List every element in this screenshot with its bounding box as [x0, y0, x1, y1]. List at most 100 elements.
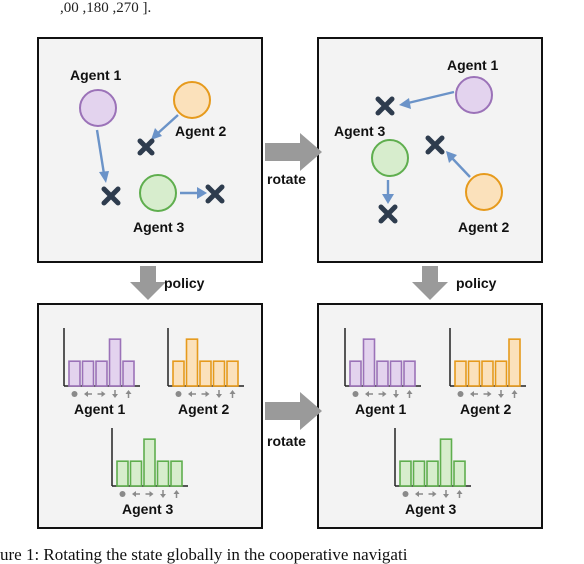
policy-bar: [116, 460, 129, 487]
policy-bar: [389, 360, 403, 387]
policy-bar: [453, 460, 466, 487]
agent2-label: Agent 2: [460, 401, 512, 417]
arrowhead-icon: [197, 187, 207, 199]
down-arrow-icon: [216, 390, 222, 398]
dot-icon: [457, 391, 464, 397]
agent1-move-arrow: [95, 129, 106, 175]
policy-bar: [508, 338, 521, 387]
panel-bottom-right: [317, 303, 543, 529]
policy-bar: [156, 460, 170, 487]
dot-icon: [71, 391, 78, 397]
up-arrow-icon: [125, 390, 132, 398]
up-arrow-icon: [229, 390, 236, 398]
right-arrow-icon: [428, 491, 437, 497]
policy-bar: [212, 360, 226, 387]
left-arrow-icon: [84, 391, 92, 397]
agent2-label: Agent 2: [178, 401, 230, 417]
agent2-label: Agent 2: [458, 219, 510, 235]
agent3-label: Agent 3: [405, 501, 457, 517]
policy-arrow-left: [130, 266, 166, 300]
right-arrow-icon: [483, 391, 492, 397]
top-text: ,00 ,180 ,270 ].: [60, 0, 151, 16]
agent2-move-arrow: [156, 114, 179, 135]
left-arrow-icon: [132, 491, 140, 497]
policy-chart-agent1: Agent 1: [344, 328, 421, 417]
down-arrow-icon: [160, 490, 166, 498]
agent1-circle: [79, 89, 117, 127]
policy-original: Agent 1 Agent 2 Agent 3: [63, 328, 244, 517]
panel-bottom-left: [37, 303, 263, 529]
agent1-target-icon: [375, 96, 395, 116]
policy-label-right: policy: [456, 275, 497, 291]
agent1-label: Agent 1: [74, 401, 126, 417]
dot-icon: [352, 391, 359, 397]
arrowhead-icon: [151, 128, 162, 140]
policy-bar: [362, 338, 376, 387]
policy-bar: [185, 338, 199, 387]
policy-bar: [172, 360, 185, 387]
policy-bar: [226, 360, 239, 387]
rotate-label-bottom: rotate: [267, 433, 306, 449]
policy-bar: [403, 360, 416, 387]
dot-icon: [175, 391, 182, 397]
agent2-target-icon: [137, 138, 155, 156]
agent3-target-icon: [205, 184, 225, 204]
policy-chart-agent1: Agent 1: [63, 328, 140, 417]
agent3-circle: [139, 174, 177, 212]
policy-bar: [95, 360, 108, 387]
policy-bar: [481, 360, 494, 387]
policy-bar: [81, 360, 95, 387]
policy-bar: [170, 460, 183, 487]
agent3-circle: [371, 139, 409, 177]
arrowhead-icon: [446, 151, 457, 163]
policy-bar: [68, 360, 81, 387]
policy-bar: [376, 360, 389, 387]
right-arrow-icon: [378, 391, 387, 397]
policy-chart-agent2: Agent 2: [167, 328, 244, 417]
agent3-label: Agent 3: [334, 123, 386, 139]
right-arrow-icon: [97, 391, 106, 397]
arrowhead-icon: [399, 98, 411, 109]
down-arrow-icon: [443, 490, 449, 498]
policy-rotated: Agent 1 Agent 2 Agent 3: [344, 328, 526, 517]
left-arrow-icon: [415, 491, 423, 497]
right-arrow-icon: [201, 391, 210, 397]
policy-bar: [122, 360, 135, 387]
policy-bar: [439, 438, 453, 487]
policy-bar: [349, 360, 362, 387]
agent1-label: Agent 1: [447, 57, 499, 73]
left-arrow-icon: [470, 391, 478, 397]
policy-bar: [454, 360, 467, 387]
up-arrow-icon: [406, 390, 413, 398]
policy-bar: [199, 360, 212, 387]
down-arrow-icon: [112, 390, 118, 398]
agent3-label: Agent 3: [133, 219, 185, 235]
agent3-label: Agent 3: [122, 501, 174, 517]
state-original: Agent 1 Agent 2 Agent 3: [70, 67, 227, 235]
agent1-move-arrow: [407, 90, 455, 105]
arrowhead-icon: [99, 171, 109, 183]
down-arrow-icon: [498, 390, 504, 398]
policy-arrow-right: [412, 266, 448, 300]
policy-chart-agent2: Agent 2: [449, 328, 526, 417]
up-arrow-icon: [511, 390, 518, 398]
right-arrow-icon: [145, 491, 154, 497]
policy-bar: [467, 360, 481, 387]
policy-bar: [412, 460, 426, 487]
agent3-target-icon: [378, 204, 398, 224]
up-arrow-icon: [456, 490, 463, 498]
left-arrow-icon: [365, 391, 373, 397]
agent2-move-arrow: [451, 157, 471, 178]
agent2-circle: [173, 81, 211, 119]
dot-icon: [119, 491, 126, 497]
agent2-circle: [465, 173, 503, 211]
agent1-label: Agent 1: [355, 401, 407, 417]
down-arrow-icon: [393, 390, 399, 398]
rotate-label-top: rotate: [267, 171, 306, 187]
policy-chart-agent3: Agent 3: [394, 428, 471, 517]
rotate-arrow-top: [265, 133, 322, 171]
policy-bar: [399, 460, 412, 487]
agent1-target-icon: [101, 186, 121, 206]
policy-bar: [129, 460, 143, 487]
